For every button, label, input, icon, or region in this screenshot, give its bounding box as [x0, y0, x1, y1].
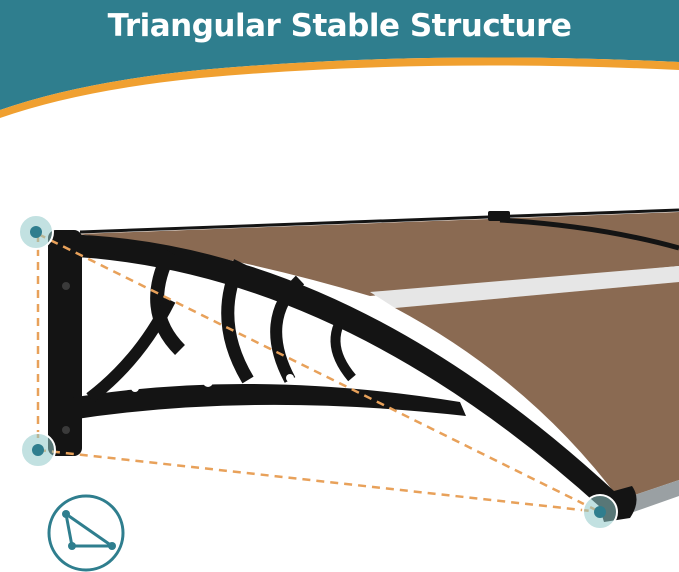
rear-rail: [79, 208, 679, 234]
panel-divider-light: [370, 266, 679, 308]
accent-stripe: [0, 57, 679, 118]
bracket-lower-arm: [70, 383, 466, 420]
triangle-structure-icon: [47, 494, 125, 572]
mid-rail: [499, 217, 679, 251]
canopy-panel-top: [78, 212, 679, 296]
circle-dot-icon: [20, 432, 56, 468]
canopy-panel-bottom: [395, 282, 679, 500]
triangle-guide: [36, 232, 601, 514]
header-banner: [0, 0, 679, 110]
page-title: Triangular Stable Structure: [107, 8, 572, 44]
circle-dot-icon: [18, 214, 54, 250]
bracket-wall-plate: [48, 230, 82, 456]
circle-dot-icon: [582, 494, 618, 530]
